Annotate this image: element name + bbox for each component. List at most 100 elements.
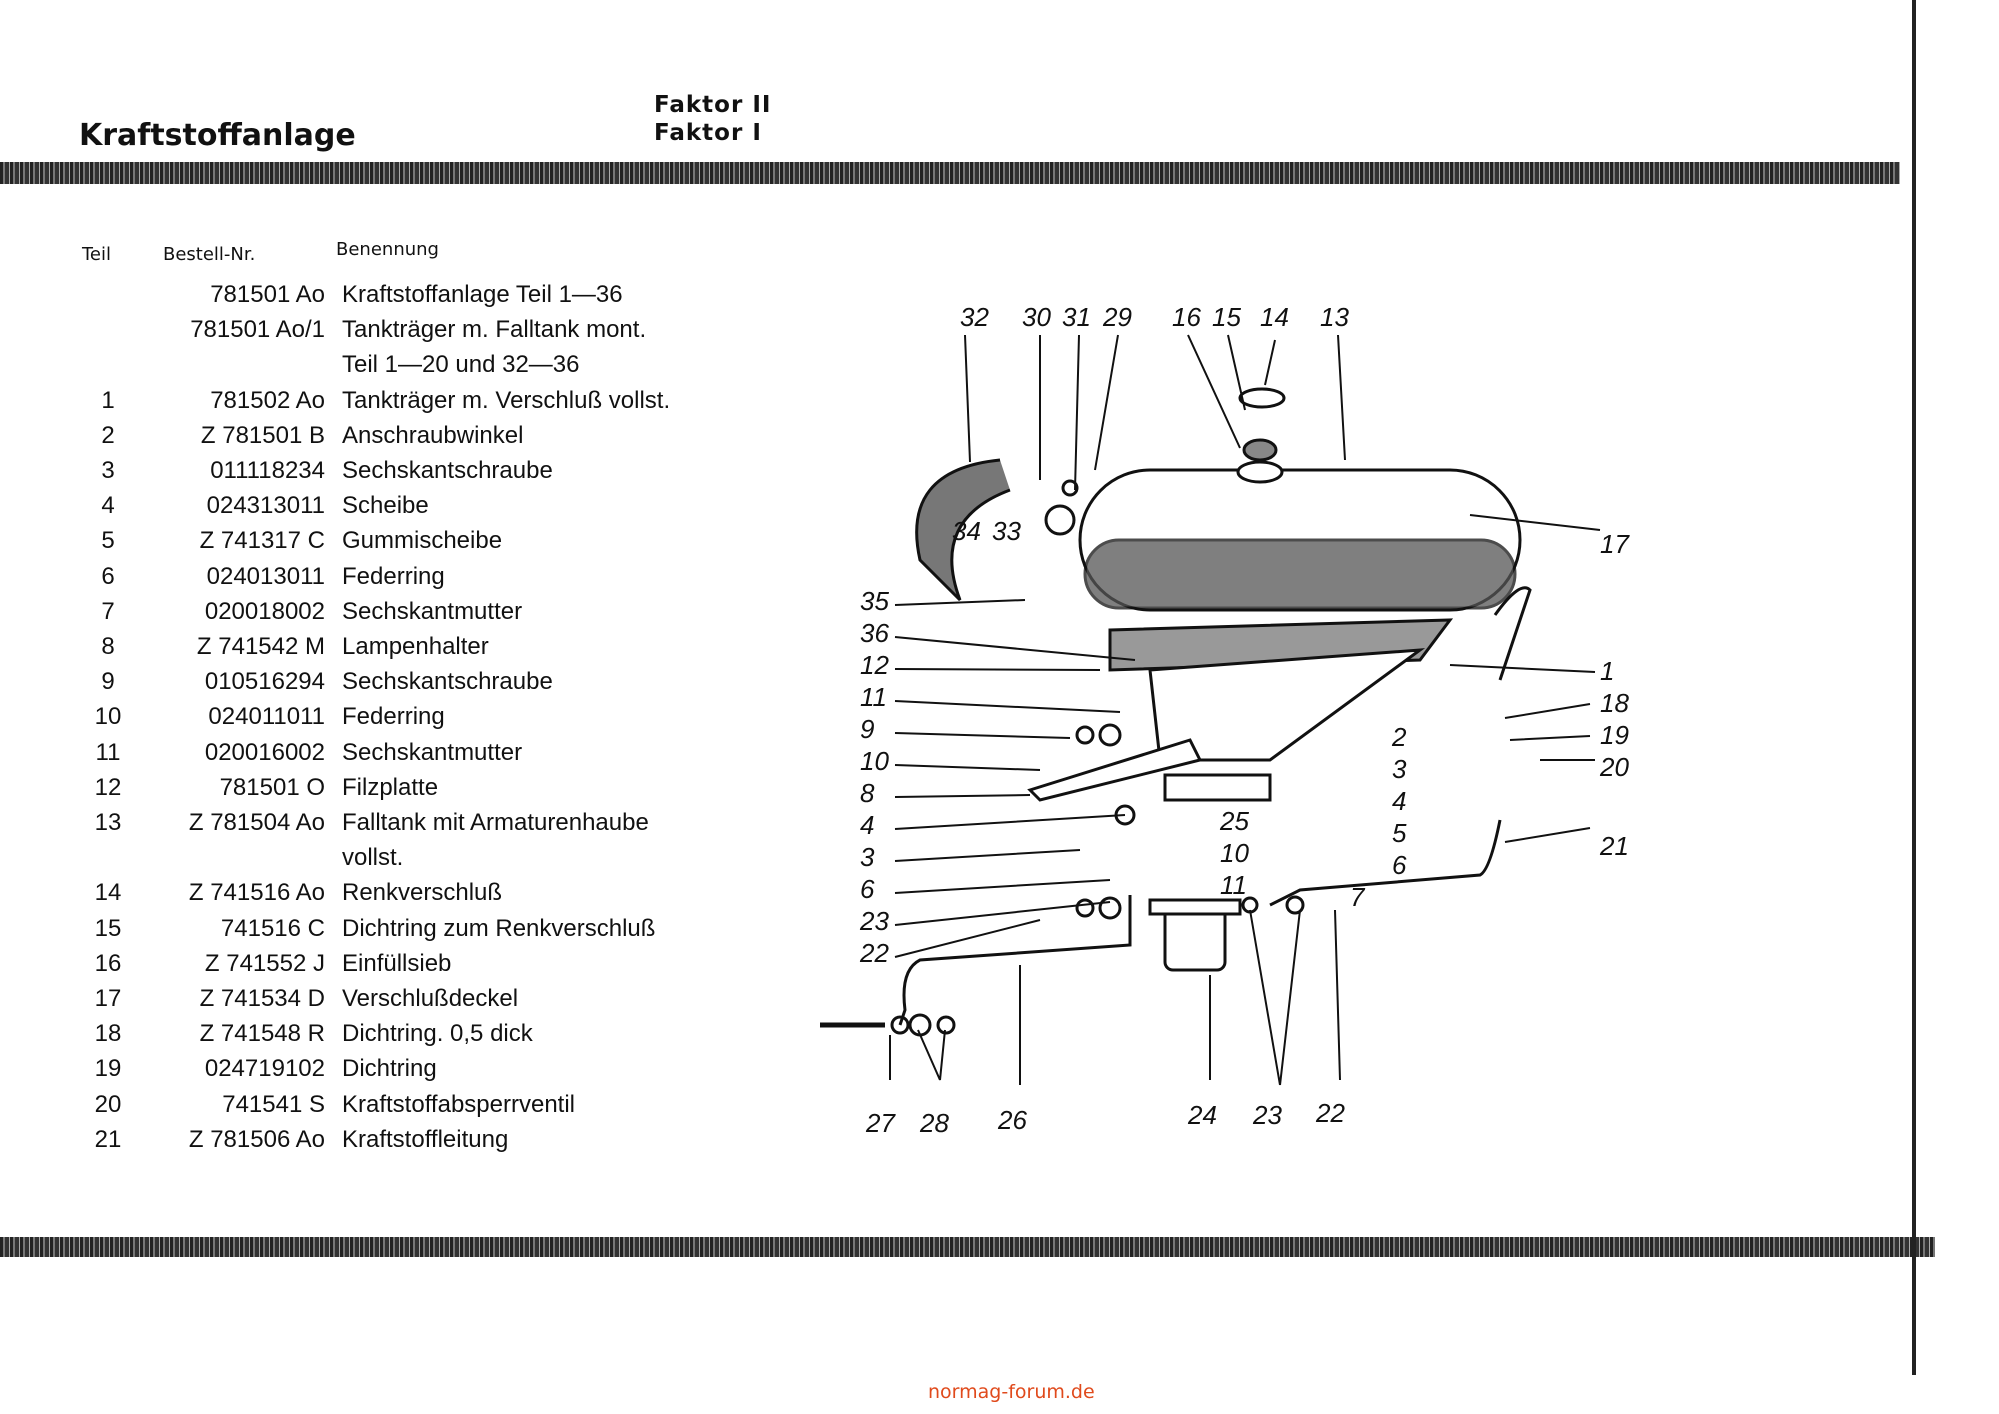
order-number: 741516 C — [220, 914, 325, 942]
part-number: 2 — [101, 421, 115, 449]
page-title: Kraftstoffanlage — [79, 118, 356, 153]
top-divider-band — [0, 162, 1900, 184]
part-number: 6 — [101, 562, 115, 590]
order-number: 024011011 — [208, 703, 325, 731]
part-number: 21 — [94, 1125, 122, 1153]
part-number: 3 — [101, 457, 115, 484]
callout-label: 31 — [1062, 302, 1091, 332]
part-name: Dichtring. 0,5 dick — [342, 1020, 533, 1048]
callout-label: 7 — [1350, 882, 1366, 912]
callout-label: 9 — [860, 714, 874, 744]
callout-label: 35 — [860, 586, 889, 616]
order-number: 024719102 — [204, 1055, 325, 1083]
callout-label: 15 — [1212, 302, 1241, 332]
order-number: Z 741548 R — [199, 1020, 325, 1048]
order-number: Z 781501 B — [200, 421, 325, 449]
callout-label: 6 — [1392, 850, 1407, 880]
part-number: 13 — [94, 809, 122, 836]
part-number: 19 — [94, 1055, 122, 1083]
callout-label: 4 — [860, 810, 874, 840]
callout-label: 4 — [1392, 786, 1406, 816]
callout-label: 12 — [860, 650, 889, 680]
part-number: 4 — [101, 492, 115, 520]
part-number: 11 — [95, 738, 121, 766]
order-number: 781502 Ao — [210, 386, 325, 414]
callout-label: 3 — [1392, 754, 1407, 784]
part-name: Kraftstoffabsperrventil — [342, 1090, 576, 1118]
bottom-divider-band — [0, 1237, 1935, 1257]
callout-label: 11 — [1220, 870, 1247, 900]
part-name: Federring — [342, 703, 445, 731]
part-name: Sechskantschraube — [342, 457, 553, 484]
order-number: 010516294 — [204, 668, 325, 696]
callout-label: 20 — [1599, 752, 1629, 782]
part-name: Sechskantmutter — [342, 597, 523, 625]
callout-label: 11 — [860, 682, 887, 712]
part-name: Einfüllsieb — [342, 949, 452, 977]
callout-label: 33 — [992, 516, 1021, 546]
part-name: Anschraubwinkel — [342, 421, 524, 449]
order-number: 741541 S — [222, 1090, 325, 1118]
callout-label: 19 — [1600, 720, 1629, 750]
callout-label: 28 — [919, 1108, 949, 1138]
column-header-teil: Teil — [82, 244, 112, 265]
callout-label: 18 — [1600, 688, 1629, 718]
order-number: Z 741534 D — [199, 985, 325, 1012]
callout-label: 32 — [960, 302, 989, 332]
callout-label: 27 — [865, 1108, 896, 1138]
callout-label: 30 — [1022, 302, 1051, 332]
part-name: Falltank mit Armaturenhaube — [342, 809, 649, 836]
part-name: Dichtring zum Renkverschluß — [342, 914, 656, 942]
part-number: 9 — [101, 668, 115, 696]
part-number: 16 — [94, 949, 122, 977]
model-faktor-2: Faktor II — [654, 92, 772, 118]
callout-label: 2 — [1391, 722, 1407, 752]
callout-label: 5 — [1392, 818, 1407, 848]
callout-label: 26 — [997, 1105, 1027, 1135]
callout-label: 29 — [1102, 302, 1132, 332]
callout-label: 10 — [1220, 838, 1249, 868]
callout-label: 34 — [952, 516, 981, 546]
part-name: Filzplatte — [342, 773, 439, 801]
part-name: vollst. — [342, 844, 404, 872]
order-number: Z 741552 J — [204, 949, 325, 977]
part-name: Kraftstoffleitung — [342, 1125, 509, 1153]
order-number: 024313011 — [206, 492, 325, 520]
callout-label: 6 — [860, 874, 875, 904]
part-number: 17 — [94, 985, 122, 1012]
part-name: Renkverschluß — [342, 879, 503, 907]
part-number: 18 — [94, 1020, 122, 1048]
callout-label: 17 — [1600, 529, 1630, 559]
order-number: 781501 Ao/1 — [190, 316, 325, 344]
part-number: 14 — [94, 879, 122, 907]
callout-label: 36 — [860, 618, 889, 648]
part-name: Gummischeibe — [342, 527, 503, 555]
part-number: 7 — [101, 597, 115, 625]
part-name: Sechskantmutter — [342, 738, 523, 766]
part-name: Scheibe — [342, 492, 429, 520]
order-number: Z 741516 Ao — [188, 879, 325, 907]
callout-label: 1 — [1600, 656, 1614, 686]
source-watermark: normag-forum.de — [928, 1381, 1095, 1403]
order-number: 024013011 — [206, 562, 325, 590]
model-faktor-1: Faktor I — [654, 120, 762, 146]
part-number: 8 — [101, 633, 115, 660]
part-name: Sechskantschraube — [342, 668, 553, 696]
part-name: Verschlußdeckel — [342, 985, 519, 1012]
callout-label: 3 — [860, 842, 875, 872]
order-number: 020016002 — [204, 738, 325, 766]
callout-label: 13 — [1320, 302, 1349, 332]
part-number: 5 — [101, 527, 115, 555]
callout-label: 25 — [1219, 806, 1249, 836]
part-name: Teil 1—20 und 32—36 — [342, 351, 580, 379]
column-header-bestell-nr: Bestell-Nr. — [163, 244, 256, 265]
part-name: Kraftstoffanlage Teil 1—36 — [342, 281, 623, 308]
callout-label: 23 — [1252, 1100, 1282, 1130]
order-number: 781501 O — [219, 773, 325, 801]
part-number: 1 — [101, 386, 115, 414]
callout-label: 8 — [860, 778, 875, 808]
order-number: 020018002 — [204, 597, 325, 625]
callout-label: 22 — [859, 938, 889, 968]
part-number: 15 — [94, 914, 122, 942]
